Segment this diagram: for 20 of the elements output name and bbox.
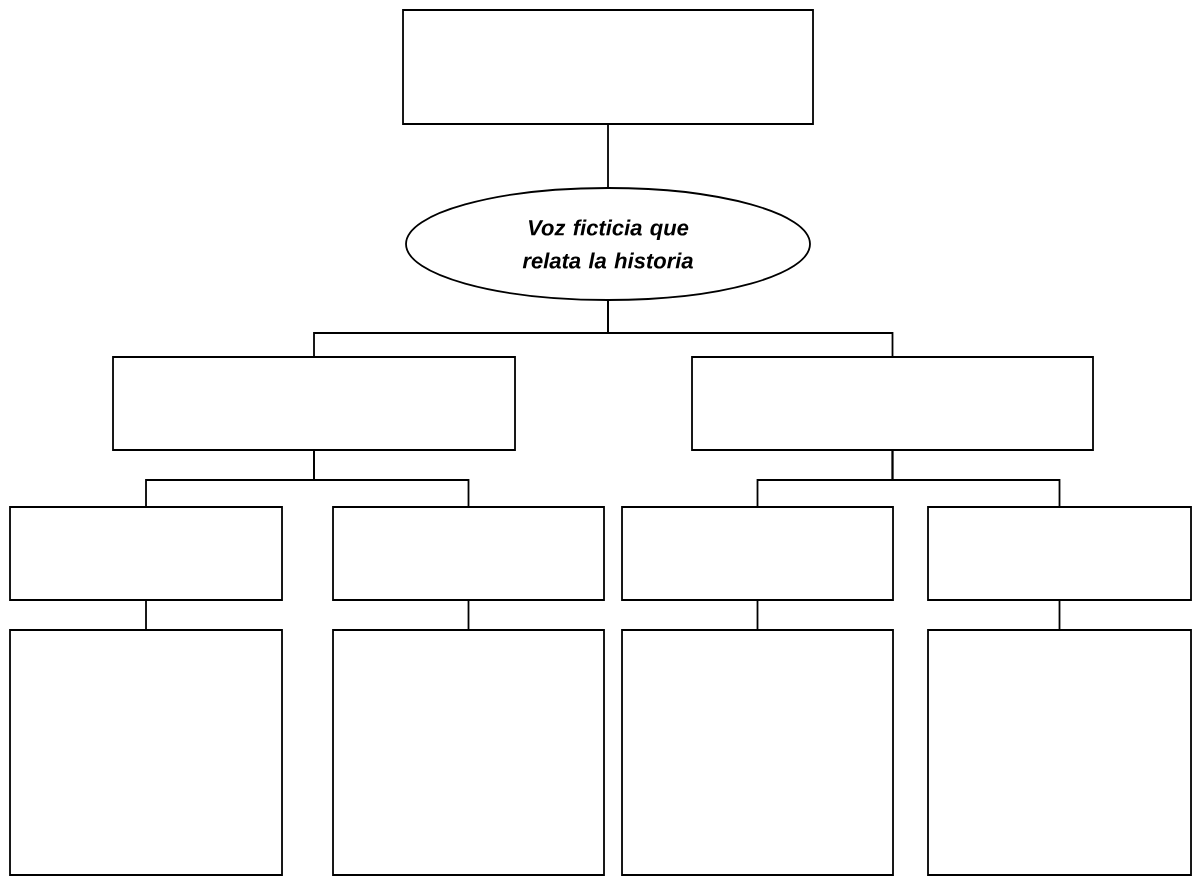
connector-line (145, 600, 147, 630)
empty-box (402, 9, 814, 125)
empty-box (332, 506, 605, 601)
empty-box (621, 629, 894, 876)
empty-box (9, 506, 283, 601)
empty-box (9, 629, 283, 876)
empty-box (112, 356, 516, 451)
empty-box (621, 506, 894, 601)
connector-line (607, 124, 609, 188)
empty-box (691, 356, 1094, 451)
ellipse-node: Voz ficticia que relata la historia (405, 187, 811, 301)
connector-line (467, 600, 470, 630)
empty-box (332, 629, 605, 876)
connector-line (313, 450, 470, 507)
empty-box (927, 506, 1192, 601)
empty-box (927, 629, 1192, 876)
connector-line (607, 300, 894, 357)
connector-line (1058, 600, 1061, 630)
connector-line (891, 450, 1061, 507)
connector-line (756, 600, 759, 630)
